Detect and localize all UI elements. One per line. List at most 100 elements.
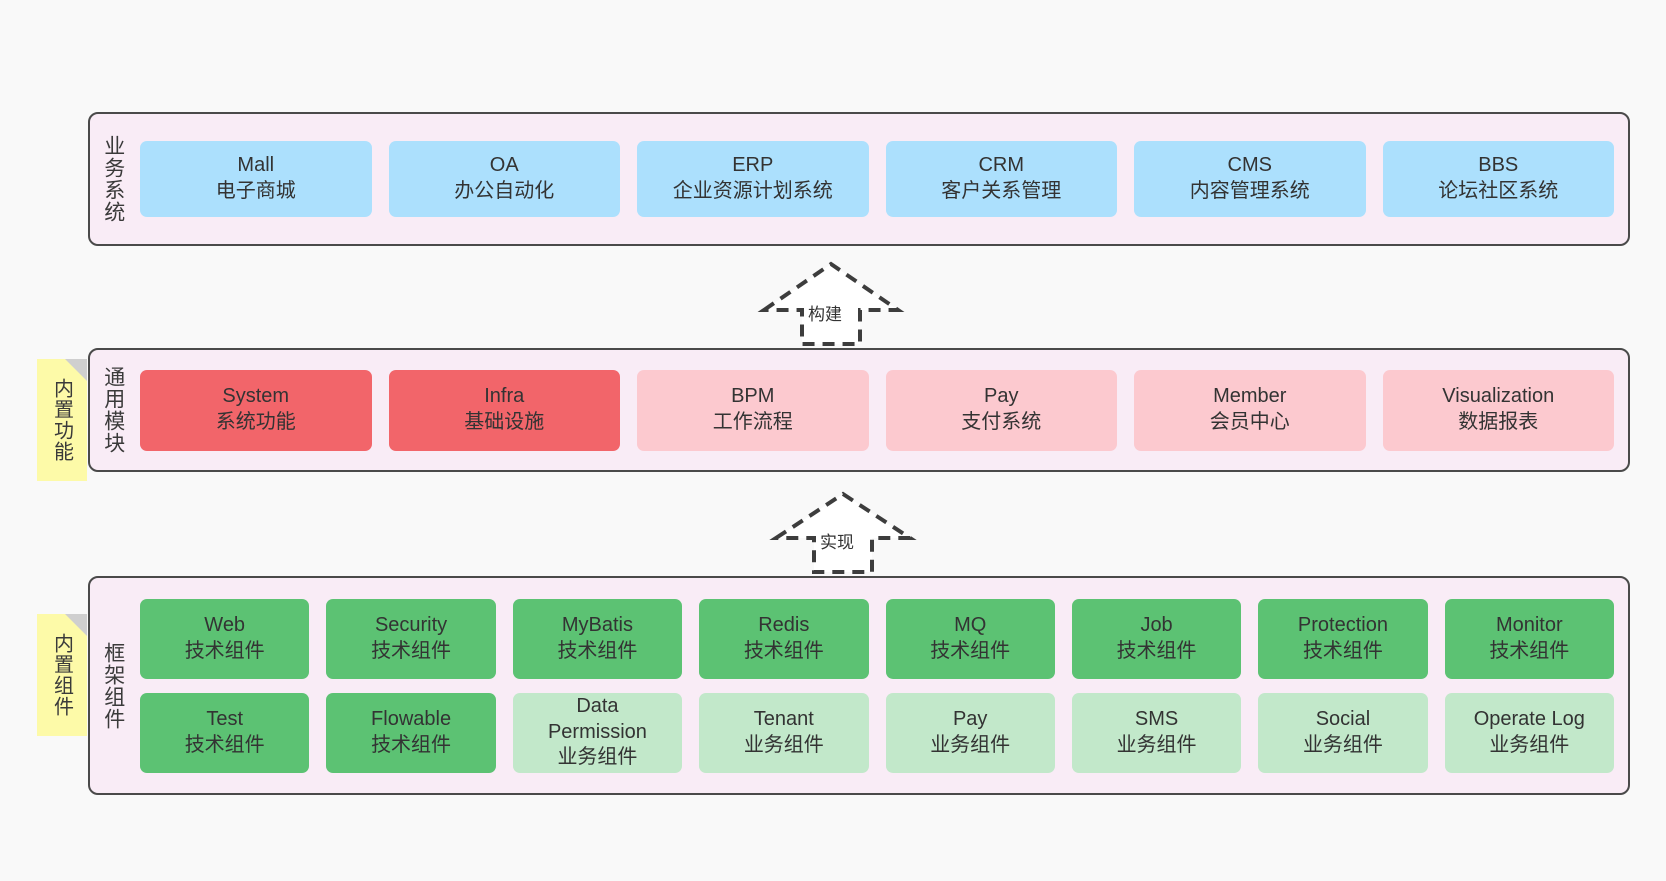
node-title: Visualization — [1442, 385, 1555, 408]
arrow-build: 构建 — [756, 258, 906, 350]
node-subtitle: 会员中心 — [1209, 411, 1290, 433]
node-security[interactable]: Security 技术组件 — [326, 598, 496, 679]
node-title: Job — [1140, 613, 1173, 636]
node-title: Pay — [984, 385, 1019, 408]
node-title: Monitor — [1495, 613, 1563, 636]
node-data-permission[interactable]: Data Permission 业务组件 — [512, 692, 683, 773]
layer-row: Mall 电子商城 OA 办公自动化 ERP 企业资源计划系统 CRM 客户关系… — [140, 141, 1614, 217]
node-title: MyBatis — [561, 613, 633, 636]
node-bbs[interactable]: BBS 论坛社区系统 — [1382, 141, 1614, 217]
node-social[interactable]: Social 业务组件 — [1258, 692, 1428, 773]
layer-business-system: 业务系统 Mall 电子商城 OA 办公自动化 ERP 企业资源计划系统 CRM… — [88, 112, 1630, 246]
node-title: CMS — [1227, 154, 1272, 177]
node-title: Test — [206, 707, 244, 730]
node-protection[interactable]: Protection 技术组件 — [1258, 598, 1428, 679]
node-subtitle: 客户关系管理 — [941, 180, 1062, 202]
node-title: BPM — [731, 385, 775, 408]
node-title: Tenant — [753, 707, 814, 730]
node-subtitle: 论坛社区系统 — [1438, 180, 1559, 202]
arrow-implement-shape — [769, 491, 917, 574]
node-title: Social — [1315, 707, 1371, 730]
node-subtitle: 业务组件 — [930, 733, 1011, 756]
node-title: Operate Log — [1473, 707, 1585, 730]
node-subtitle: 支付系统 — [961, 411, 1042, 433]
node-mq[interactable]: MQ 技术组件 — [885, 598, 1055, 679]
node-mybatis[interactable]: MyBatis 技术组件 — [512, 598, 683, 679]
node-title: Pay — [952, 707, 988, 730]
node-subtitle: 数据报表 — [1458, 411, 1539, 433]
node-mall[interactable]: Mall 电子商城 — [140, 141, 372, 217]
node-pay[interactable]: Pay 支付系统 — [885, 369, 1117, 451]
node-bpm[interactable]: BPM 工作流程 — [637, 369, 869, 451]
layer-row: Web 技术组件 Security 技术组件 MyBatis 技术组件 Redi… — [140, 598, 1614, 679]
node-web[interactable]: Web 技术组件 — [140, 598, 310, 679]
node-test[interactable]: Test 技术组件 — [140, 692, 310, 773]
node-infra[interactable]: Infra 基础设施 — [388, 369, 620, 451]
node-pay-component[interactable]: Pay 业务组件 — [885, 692, 1055, 773]
node-subtitle: 业务组件 — [1489, 733, 1570, 756]
node-subtitle: 技术组件 — [1302, 639, 1383, 662]
node-subtitle: 业务组件 — [1116, 733, 1197, 756]
node-subtitle: 技术组件 — [743, 639, 824, 662]
arrow-implement-label: 实现 — [820, 533, 854, 552]
node-subtitle: 内容管理系统 — [1189, 180, 1310, 202]
node-erp[interactable]: ERP 企业资源计划系统 — [637, 141, 869, 217]
node-subtitle: 工作流程 — [712, 411, 793, 433]
node-cms[interactable]: CMS 内容管理系统 — [1134, 141, 1366, 217]
node-title: Security — [374, 613, 448, 636]
node-flowable[interactable]: Flowable 技术组件 — [326, 692, 496, 773]
node-subtitle: 技术组件 — [1489, 639, 1570, 662]
node-title: Member — [1213, 385, 1287, 408]
node-subtitle: 技术组件 — [184, 639, 265, 662]
node-system[interactable]: System 系统功能 — [140, 369, 372, 451]
node-title: ERP — [732, 154, 774, 177]
node-crm[interactable]: CRM 客户关系管理 — [885, 141, 1117, 217]
layer-label-business-system: 业务系统 — [101, 135, 125, 223]
sticky-note-builtin-features: 内置功能 — [37, 359, 87, 481]
node-subtitle: 技术组件 — [371, 733, 452, 756]
sticky-note-label: 内置组件 — [50, 633, 73, 717]
node-title: BBS — [1478, 154, 1519, 177]
sticky-fold-corner-icon — [65, 614, 87, 636]
node-subtitle: 业务组件 — [557, 746, 638, 769]
node-monitor[interactable]: Monitor 技术组件 — [1444, 598, 1614, 679]
node-job[interactable]: Job 技术组件 — [1071, 598, 1242, 679]
node-subtitle: 技术组件 — [1116, 639, 1197, 662]
node-tenant[interactable]: Tenant 业务组件 — [699, 692, 869, 773]
node-subtitle: 技术组件 — [371, 639, 452, 662]
layer-framework-component: 框架组件 Web 技术组件 Security 技术组件 MyBatis 技术组件… — [88, 576, 1630, 795]
layer-body-framework-component: Web 技术组件 Security 技术组件 MyBatis 技术组件 Redi… — [136, 578, 1628, 793]
node-title: Infra — [484, 385, 525, 408]
node-operate-log[interactable]: Operate Log 业务组件 — [1444, 692, 1614, 773]
layer-body-common-module: System 系统功能 Infra 基础设施 BPM 工作流程 Pay 支付系统… — [136, 350, 1628, 470]
sticky-note-label: 内置功能 — [50, 378, 73, 462]
node-subtitle: 企业资源计划系统 — [672, 180, 833, 202]
node-title: SMS — [1134, 707, 1179, 730]
node-subtitle: 办公自动化 — [454, 180, 555, 202]
node-subtitle: 业务组件 — [1302, 733, 1383, 756]
layer-label-common-module: 通用模块 — [101, 366, 125, 454]
node-title: Protection — [1297, 613, 1388, 636]
sticky-note-builtin-components: 内置组件 — [37, 614, 87, 736]
node-title: Flowable — [371, 707, 452, 730]
node-sms[interactable]: SMS 业务组件 — [1071, 692, 1242, 773]
layer-body-business-system: Mall 电子商城 OA 办公自动化 ERP 企业资源计划系统 CRM 客户关系… — [136, 114, 1628, 244]
node-member[interactable]: Member 会员中心 — [1134, 369, 1366, 451]
node-subtitle: 业务组件 — [743, 733, 824, 756]
node-redis[interactable]: Redis 技术组件 — [699, 598, 869, 679]
layer-row: Test 技术组件 Flowable 技术组件 Data Permission … — [140, 692, 1614, 773]
layer-row: System 系统功能 Infra 基础设施 BPM 工作流程 Pay 支付系统… — [140, 369, 1614, 451]
arrow-implement: 实现 — [768, 488, 918, 578]
node-title: Web — [204, 613, 246, 636]
node-subtitle: 技术组件 — [930, 639, 1011, 662]
sticky-fold-corner-icon — [65, 359, 87, 381]
node-title: OA — [489, 154, 519, 177]
node-title: CRM — [978, 154, 1025, 177]
node-subtitle: 基础设施 — [464, 411, 545, 433]
node-subtitle: 技术组件 — [557, 639, 638, 662]
arrow-build-shape — [757, 261, 905, 346]
node-visualization[interactable]: Visualization 数据报表 — [1382, 369, 1614, 451]
node-oa[interactable]: OA 办公自动化 — [388, 141, 620, 217]
node-title: Redis — [758, 613, 810, 636]
arrow-build-label: 构建 — [808, 305, 842, 324]
